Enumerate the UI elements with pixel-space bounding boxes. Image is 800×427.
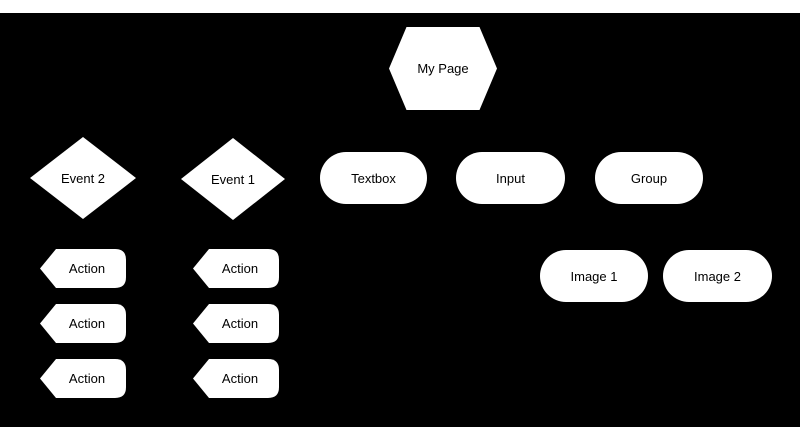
node-label: Input: [496, 170, 525, 186]
node-label: Action: [68, 261, 106, 276]
arrow-tag-shape: [193, 359, 279, 398]
node-action-event1-3[interactable]: Action: [193, 359, 279, 398]
node-label: Action: [221, 316, 259, 331]
node-action-event1-1[interactable]: Action: [193, 249, 279, 288]
arrow-tag-shape: [193, 304, 279, 343]
node-event-2[interactable]: Event 2: [30, 137, 136, 219]
diamond-shape: [30, 137, 136, 219]
hexagon-shape: [389, 27, 497, 110]
node-label: My Page: [417, 61, 469, 76]
node-action-event2-2[interactable]: Action: [40, 304, 126, 343]
node-event-1[interactable]: Event 1: [181, 138, 285, 220]
node-textbox[interactable]: Textbox: [320, 152, 427, 204]
node-label: Image 1: [570, 268, 618, 284]
node-label: Textbox: [351, 170, 396, 186]
node-action-event2-1[interactable]: Action: [40, 249, 126, 288]
node-input[interactable]: Input: [456, 152, 565, 204]
arrow-tag-shape: [193, 249, 279, 288]
node-label: Event 2: [60, 170, 106, 186]
node-image-2[interactable]: Image 2: [663, 250, 772, 302]
arrow-tag-shape: [40, 359, 126, 398]
node-label: Action: [68, 371, 106, 386]
node-label: Action: [221, 371, 259, 386]
node-action-event2-3[interactable]: Action: [40, 359, 126, 398]
arrow-tag-shape: [40, 249, 126, 288]
node-my-page[interactable]: My Page: [389, 27, 497, 110]
node-label: Image 2: [694, 268, 741, 284]
node-label: Event 1: [210, 171, 256, 187]
node-label: Group: [630, 170, 668, 186]
diamond-shape: [181, 138, 285, 220]
node-group[interactable]: Group: [595, 152, 703, 204]
top-strip: [0, 0, 800, 13]
node-label: Action: [221, 261, 259, 276]
arrow-tag-shape: [40, 304, 126, 343]
node-action-event1-2[interactable]: Action: [193, 304, 279, 343]
node-image-1[interactable]: Image 1: [540, 250, 648, 302]
node-label: Action: [68, 316, 106, 331]
